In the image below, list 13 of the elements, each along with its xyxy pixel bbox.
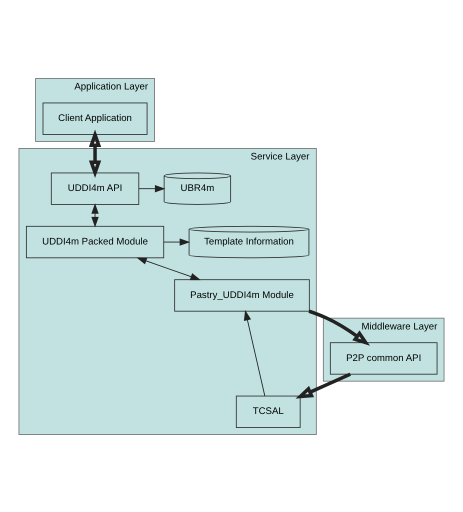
node-box: TCSAL — [236, 395, 301, 428]
arrow — [91, 202, 99, 227]
node-box: P2P common API — [330, 342, 438, 374]
arrow — [163, 238, 190, 246]
arrow — [138, 184, 166, 192]
node-box: Pastry_UDDI4m Module — [174, 278, 310, 312]
node-box: UDDI4m Packed Module — [26, 225, 164, 258]
arrow — [296, 372, 352, 398]
node-box: UDDI4m API — [50, 172, 140, 204]
node-box: Client Application — [42, 102, 148, 134]
arrow — [136, 256, 201, 280]
arrow — [244, 310, 266, 396]
arrow — [88, 128, 102, 178]
